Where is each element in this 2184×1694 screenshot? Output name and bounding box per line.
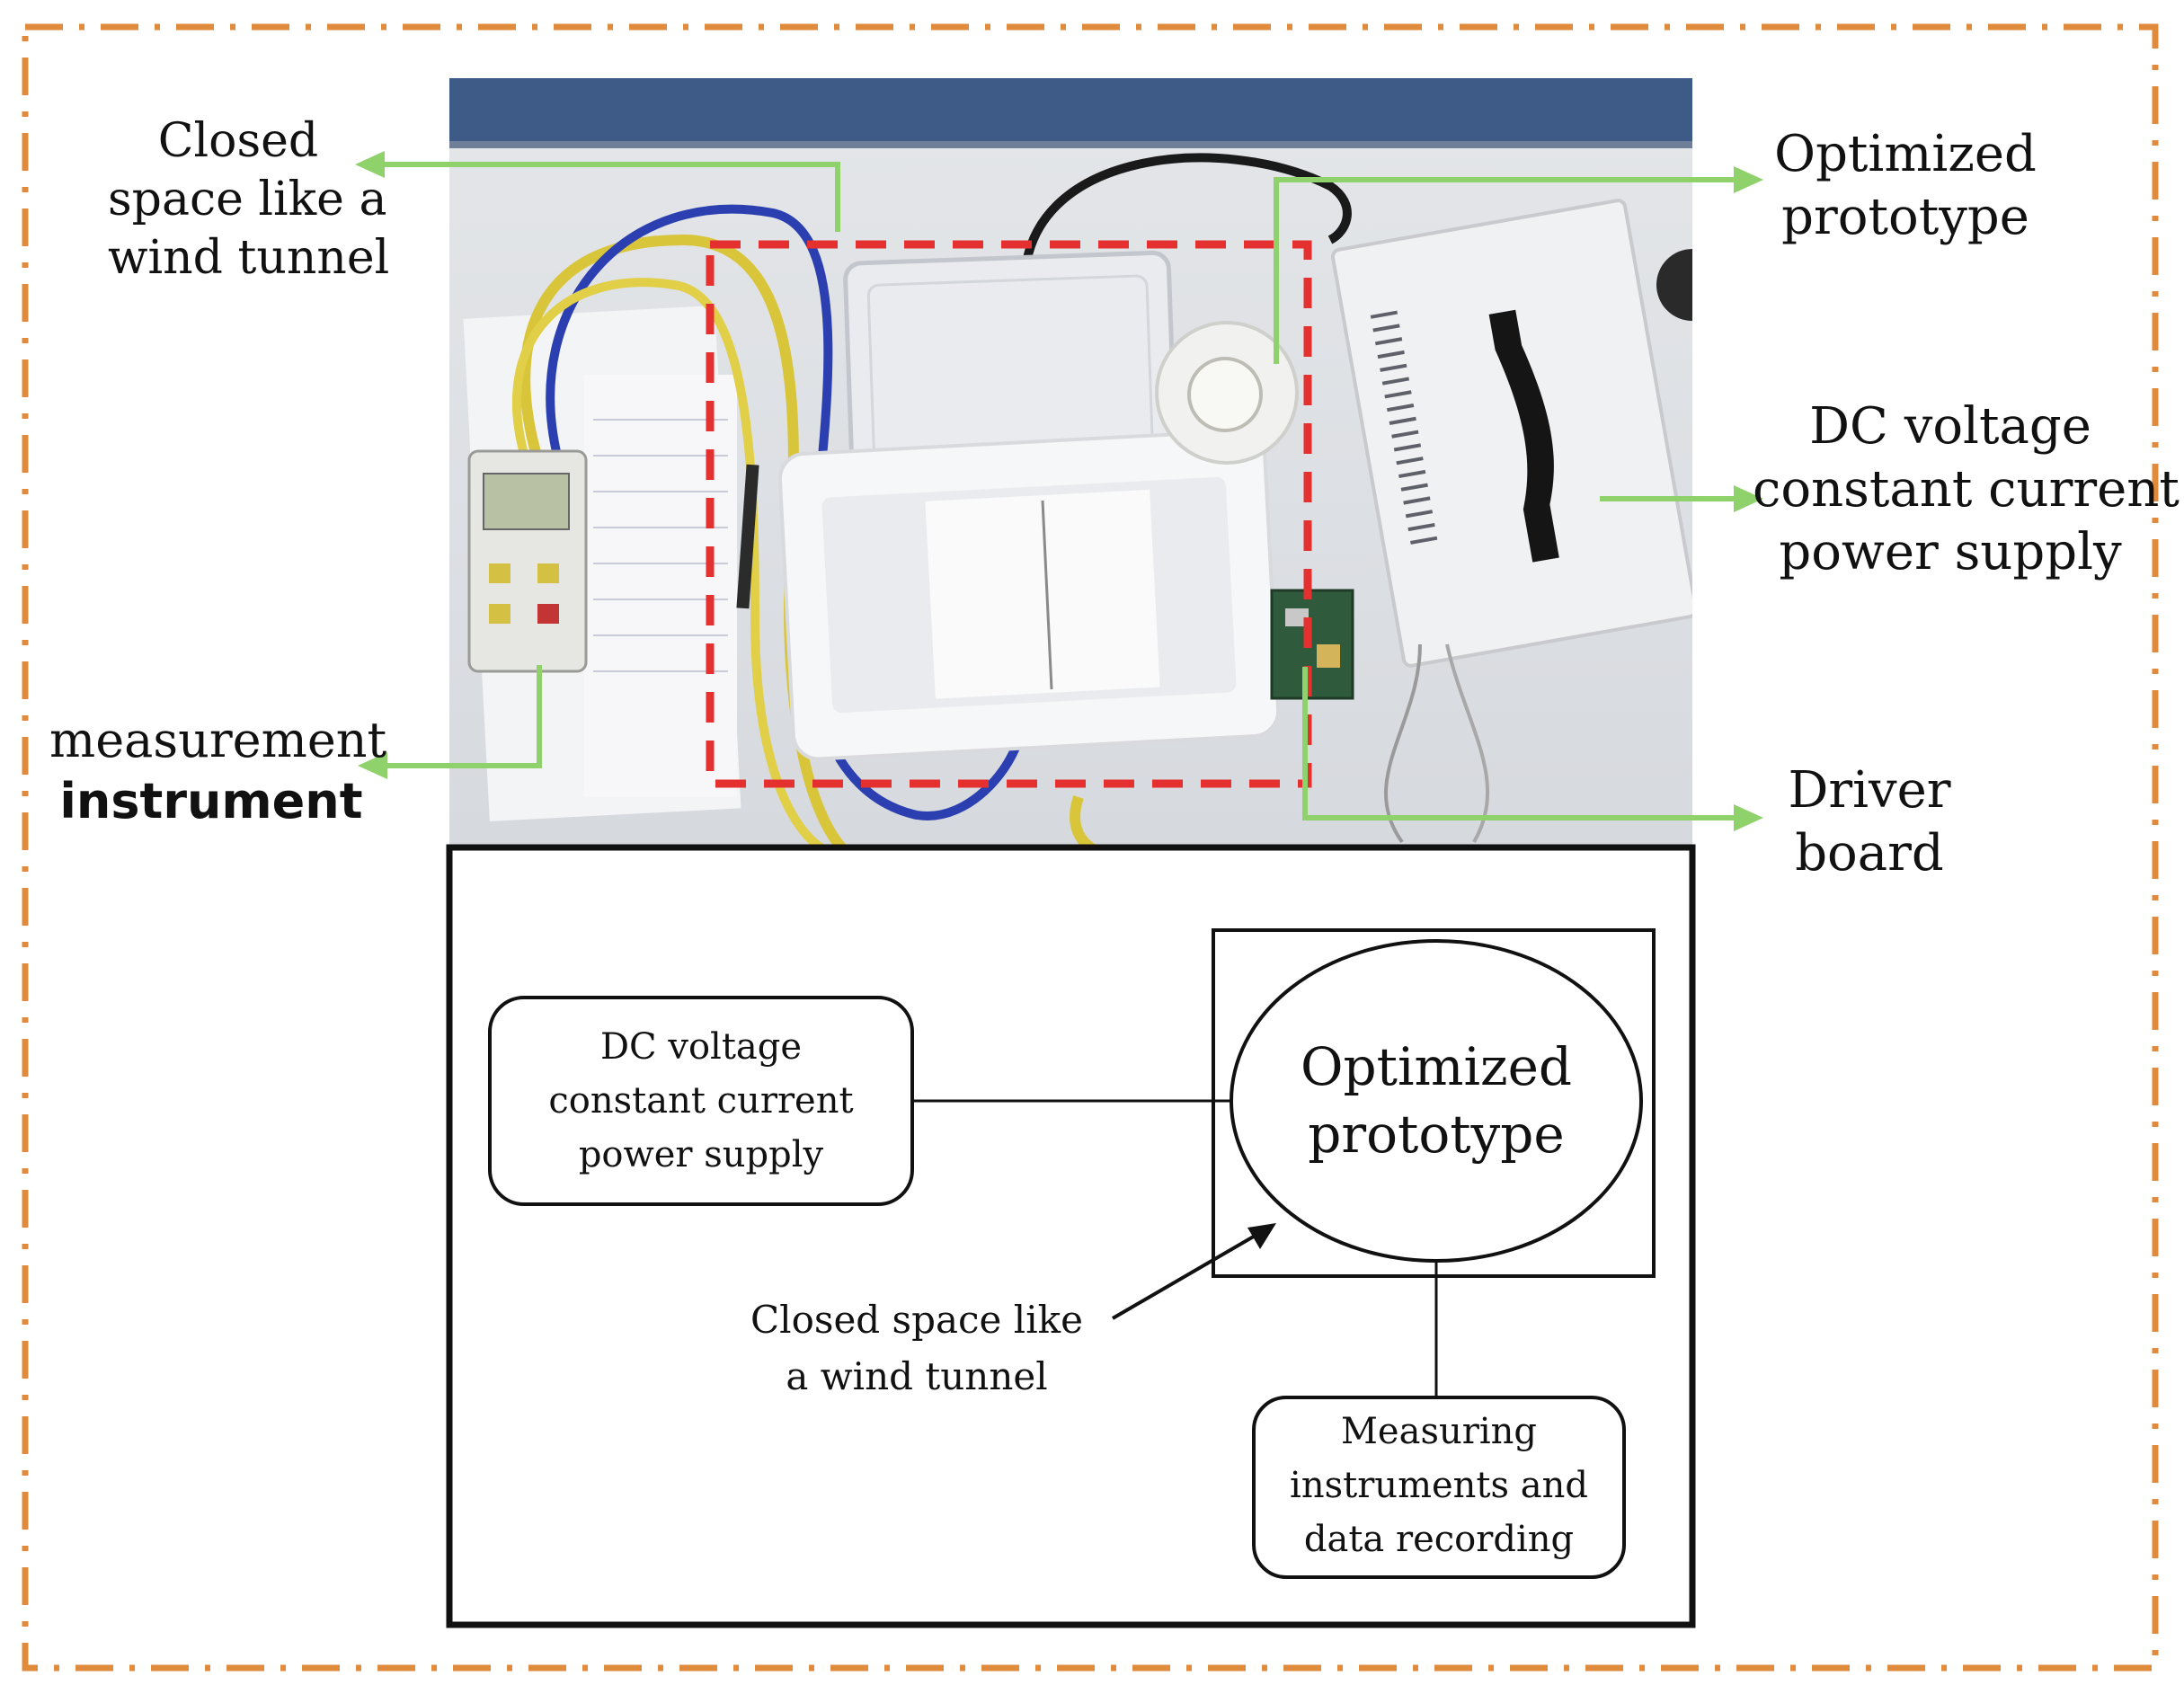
closed-space-pointer (1111, 1229, 1265, 1320)
schematic-prototype-label: Optimized prototype (1300, 1036, 1573, 1166)
arrow-power-supply (1734, 485, 1763, 512)
label-driver-board: Driver board (1788, 761, 1951, 882)
closed-space-square (1212, 928, 1656, 1278)
photo-scene (449, 78, 1692, 847)
schematic-measuring-label: Measuring instruments and data recording (1290, 1411, 1588, 1560)
schematic-border (446, 844, 1696, 1628)
arrow-optimized-prototype (1734, 166, 1763, 193)
closed-space-pointer-head (1247, 1223, 1276, 1249)
arrow-closed-space (355, 151, 385, 178)
label-closed-space: Closed space like a wind tunnel (108, 114, 390, 285)
arrow-driver-board (1734, 804, 1763, 831)
measuring-box (1252, 1396, 1626, 1579)
label-power-supply: DC voltage constant current power supply (1753, 397, 2180, 581)
outer-frame (22, 23, 2159, 1672)
label-optimized-prototype: Optimized prototype (1774, 125, 2037, 246)
label-measurement-instrument: measurement instrument (49, 712, 387, 829)
arrow-measurement (358, 752, 387, 779)
schematic-power-supply-label: DC voltage constant current power supply (548, 1026, 854, 1175)
closed-space-dashed-region (706, 240, 1312, 788)
schematic-closed-space-label: Closed space like a wind tunnel (750, 1298, 1083, 1398)
experimental-setup-photo (449, 78, 1692, 847)
